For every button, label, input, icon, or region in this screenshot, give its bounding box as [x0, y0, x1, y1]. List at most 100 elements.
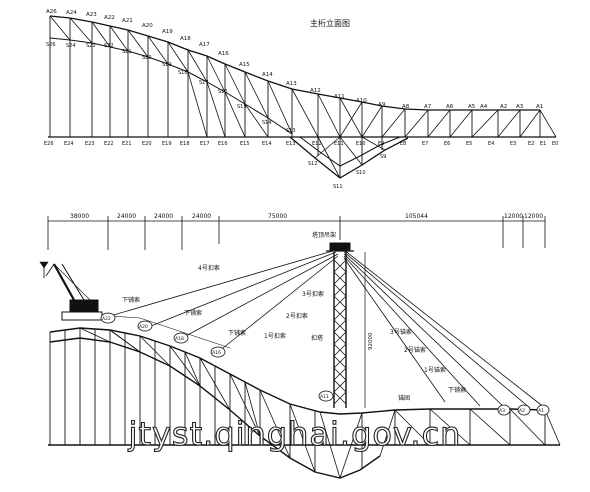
- crane-icon: [39, 261, 103, 321]
- anchor-label: 锚固: [398, 394, 410, 402]
- label-e12: E12: [312, 141, 322, 147]
- label-e19: E19: [162, 141, 172, 147]
- label-s10: S10: [356, 170, 366, 176]
- label-a7: A7: [424, 104, 432, 110]
- label-a24: A24: [66, 10, 77, 16]
- label-a26: A26: [46, 9, 57, 15]
- label-a23: A23: [86, 12, 97, 18]
- label-a9: A9: [378, 102, 386, 108]
- label-e11: E11: [334, 141, 344, 147]
- dim-75000: 75000: [268, 213, 287, 220]
- label-e8: E8: [400, 141, 406, 147]
- label-a5: A5: [468, 104, 476, 110]
- label-a1: A1: [536, 104, 543, 110]
- label-s11: S11: [333, 184, 343, 190]
- label-e5: E5: [466, 141, 472, 147]
- dim-105044: 105044: [405, 213, 428, 220]
- label-e3: E3: [510, 141, 516, 147]
- label-s24: S24: [66, 43, 76, 49]
- label-e14: E14: [262, 141, 272, 147]
- label-a16: A16: [218, 51, 229, 57]
- elevation-arch: [289, 136, 409, 179]
- label-e23: E23: [85, 141, 95, 147]
- dim-24000-c: 24000: [192, 213, 211, 220]
- label-a19: A19: [162, 29, 173, 35]
- label-a18: A18: [180, 36, 191, 42]
- label-s15: S15: [237, 104, 247, 110]
- label-s21: S21: [122, 49, 132, 55]
- watermark: jtyst.qinghai.gov.cn: [128, 415, 462, 453]
- label-e20: E20: [142, 141, 152, 147]
- label-e15: E15: [240, 141, 250, 147]
- erection-truss: [48, 327, 561, 479]
- tag-a16: A16: [212, 350, 221, 356]
- label-e2: E2: [528, 141, 534, 147]
- dimension-labels: 38000 24000 24000 24000 75000 105044 120…: [70, 213, 543, 220]
- label-a22: A22: [104, 15, 115, 21]
- label-a20: A20: [142, 23, 153, 29]
- left-cable-2-label: 2号扣索: [286, 312, 308, 320]
- label-e24: E24: [64, 141, 74, 147]
- label-e26: E26: [44, 141, 54, 147]
- left-cable-3-label: 3号扣索: [302, 290, 324, 298]
- label-s18: S18: [178, 70, 188, 76]
- elevation-upper-chord-labels: S26 S24 S23 S22 S21 S20 S19 S18 S17 S16 …: [46, 42, 296, 134]
- tag-a2: A2: [519, 408, 525, 414]
- erection-diagonals: [79, 327, 561, 479]
- back-cable-label: 4号扣索: [198, 264, 220, 272]
- tag-a20: A20: [139, 324, 148, 330]
- tag-a22: A22: [102, 316, 111, 322]
- dim-12000-a: 12000: [504, 213, 523, 220]
- elevation-top-chord: [49, 15, 540, 111]
- label-e1: E1: [540, 141, 546, 147]
- label-s14: S14: [262, 120, 272, 126]
- label-e13: E13: [286, 141, 296, 147]
- tag-a3: A3: [499, 408, 505, 414]
- label-a13: A13: [286, 81, 297, 87]
- label-s9: S9: [380, 154, 386, 160]
- label-s12: S12: [308, 161, 318, 167]
- label-s17: S17: [199, 80, 209, 86]
- label-e9: E9: [378, 141, 384, 147]
- label-s19: S19: [162, 62, 172, 68]
- label-s13: S13: [286, 128, 296, 134]
- node-tag-labels: A22 A20 A18 A16 A11 A3 A2 A1: [102, 316, 544, 414]
- label-a11: A11: [334, 94, 345, 100]
- label-e6: E6: [444, 141, 450, 147]
- label-s22: S22: [104, 43, 114, 49]
- label-s20: S20: [142, 55, 152, 61]
- label-a17: A17: [199, 42, 210, 48]
- erection-labels: 塔顶吊架 扣塔 92000 4号扣索 3号扣索 2号扣索 1号扣索 下铺索 下铺…: [122, 231, 466, 402]
- tower-head-label: 塔顶吊架: [312, 231, 336, 239]
- label-e18: E18: [180, 141, 190, 147]
- label-e10: E10: [356, 141, 366, 147]
- label-a8: A8: [402, 104, 410, 110]
- left-cable-1-label: 1号扣索: [264, 332, 286, 340]
- tower-label: 扣塔: [311, 334, 323, 342]
- label-a15: A15: [239, 62, 250, 68]
- right-cable-3-label: 3号锚索: [390, 328, 412, 336]
- label-e16: E16: [218, 141, 228, 147]
- elevation-arch-inner: [299, 136, 401, 167]
- main-truss-elevation: 主桁立面图: [48, 15, 557, 179]
- label-e22: E22: [104, 141, 114, 147]
- label-e4: E4: [488, 141, 494, 147]
- tag-a18: A18: [175, 336, 184, 342]
- tag-a1: A1: [538, 408, 544, 414]
- label-e21: E21: [122, 141, 132, 147]
- dim-24000-b: 24000: [154, 213, 173, 220]
- erection-verticals: [49, 328, 546, 472]
- chord-label-2: 下铺索: [184, 309, 202, 317]
- cables: [109, 249, 546, 409]
- label-a3: A3: [516, 104, 524, 110]
- label-s26: S26: [46, 42, 56, 48]
- label-s16: S16: [218, 89, 228, 95]
- label-e0: E0: [552, 141, 558, 147]
- elevation-title: 主桁立面图: [310, 18, 350, 28]
- right-cable-1-label: 1号锚索: [424, 366, 446, 374]
- chord-label-3: 下铺索: [228, 329, 246, 337]
- elevation-verticals: [49, 16, 541, 178]
- elevation-arch-labels: S12 S11 S10 S9: [308, 154, 386, 190]
- right-cable-2-label: 2号锚索: [404, 346, 426, 354]
